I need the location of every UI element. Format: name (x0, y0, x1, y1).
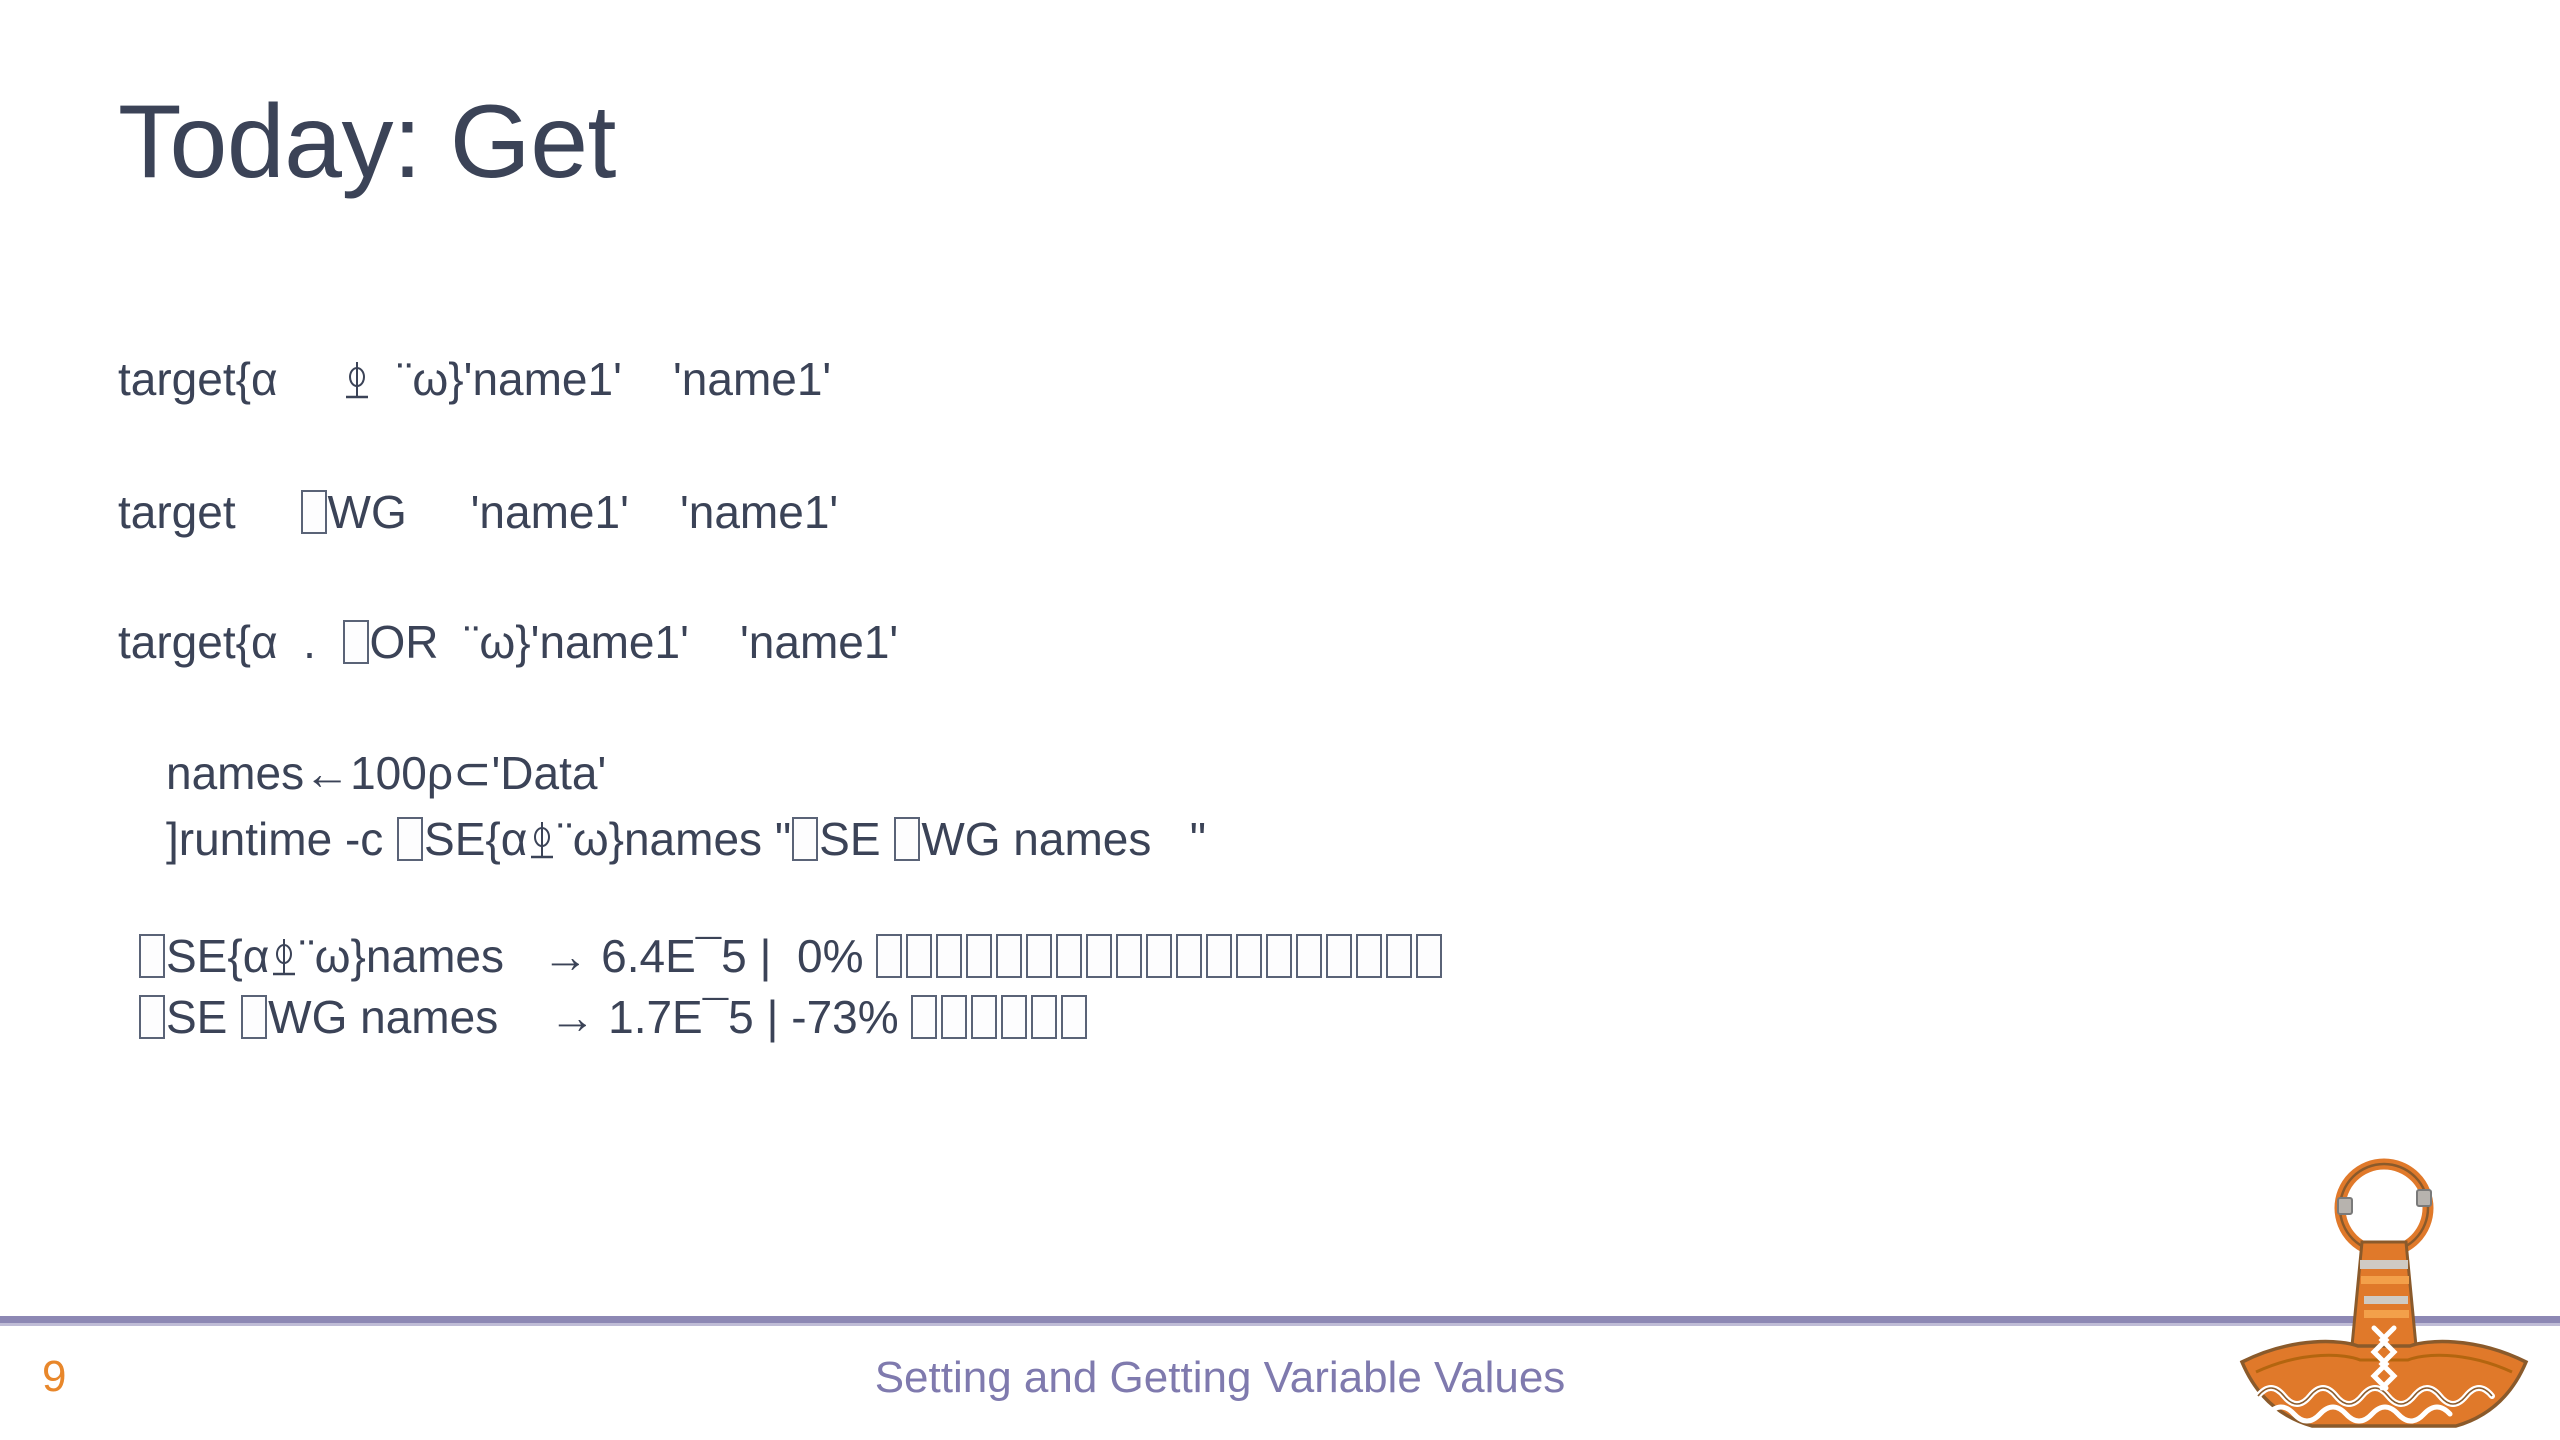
bar-cell (1415, 933, 1442, 978)
code-line-target-or: target{α . OR ¨ω}'name1' 'name1' (118, 618, 2418, 666)
setup-block: names←100ρ⊂'Data' ]runtime -c SE{α¨ω}nam… (118, 746, 2418, 866)
bar-cell (970, 994, 997, 1039)
bar-cell (1235, 933, 1262, 978)
result-spacer (747, 930, 760, 982)
bar-cell (1000, 994, 1027, 1039)
bar-cell (1355, 933, 1382, 978)
bar-cell (1055, 933, 1082, 978)
bar-cell (1115, 933, 1142, 978)
footer-title: Setting and Getting Variable Values (874, 1353, 1566, 1402)
quad-box-icon (894, 816, 921, 861)
footer-divider (0, 1316, 2560, 1326)
bar-cell (965, 933, 992, 978)
result-bar-cells-wg (910, 993, 1091, 1041)
code-text: target{α . OR ¨ω}'name1' 'name1' (118, 616, 899, 669)
result-row-wg: SE WG names → 1.7E¯5 | -73% (118, 993, 2418, 1041)
code-line-names-assign: names←100ρ⊂'Data' (118, 746, 2418, 799)
bar-cell (935, 933, 962, 978)
result-spacer (504, 930, 542, 982)
result-separator: | (766, 990, 779, 1043)
quad-box-icon (300, 490, 327, 534)
result-percent: -73% (791, 990, 899, 1043)
result-separator: | (759, 929, 772, 982)
bar-cell (1295, 933, 1322, 978)
quad-box-icon (397, 816, 424, 861)
apl-execute-icon (527, 820, 557, 866)
bar-cell (1385, 933, 1412, 978)
code-text: target{α ¨ω}'name1' 'name1' (118, 353, 832, 406)
result-expression: SE{α¨ω}names (138, 930, 504, 982)
bar-cell (1145, 933, 1172, 978)
result-spacer (595, 991, 608, 1043)
benchmark-results: SE{α¨ω}names → 6.4E¯5 | 0% SE WG names →… (118, 932, 2418, 1041)
quad-box-icon (139, 933, 165, 978)
code-line-target-execute: target{α ¨ω}'name1' 'name1' (118, 355, 2418, 406)
code-line-target-wg: target WG 'name1' 'name1' (118, 488, 2418, 536)
result-time: 1.7E¯5 (608, 990, 754, 1043)
result-percent: 0% (797, 929, 864, 982)
arrow-icon: → (549, 990, 596, 1043)
bar-cell (910, 994, 937, 1039)
code-text: target WG 'name1' 'name1' (118, 486, 839, 538)
bar-cell (1175, 933, 1202, 978)
code-text: names←100ρ⊂'Data' (166, 746, 607, 799)
arrow-icon: → (542, 929, 589, 982)
result-spacer (498, 991, 549, 1043)
bar-cell (1085, 933, 1112, 978)
result-spacer (754, 991, 767, 1043)
bar-cell (1205, 933, 1232, 978)
page-title: Today: Get (118, 84, 616, 200)
result-expression: SE WG names (138, 991, 498, 1043)
quad-box-icon (241, 994, 268, 1039)
bar-cell (905, 933, 932, 978)
bar-cell (995, 933, 1022, 978)
quad-box-icon (139, 994, 165, 1039)
bar-cell (1030, 994, 1057, 1039)
code-text: ]runtime -c SE{α¨ω}names "SE WG names " (166, 812, 1207, 866)
bar-cell (1025, 933, 1052, 978)
bar-cell (875, 933, 902, 978)
result-row-execute: SE{α¨ω}names → 6.4E¯5 | 0% (118, 932, 2418, 983)
apl-execute-icon (342, 360, 372, 406)
result-spacer (771, 930, 797, 982)
result-spacer (588, 930, 601, 982)
result-bar-cells-execute (875, 932, 1446, 980)
apl-execute-icon (269, 937, 299, 983)
bar-cell (1325, 933, 1352, 978)
code-line-runtime: ]runtime -c SE{α¨ω}names "SE WG names " (118, 815, 2418, 866)
bar-cell (940, 994, 967, 1039)
code-body: target{α ¨ω}'name1' 'name1' target WG 'n… (118, 355, 2418, 1041)
quad-box-icon (342, 620, 369, 665)
result-time: 6.4E¯5 (601, 929, 747, 982)
slide-number: 9 (42, 1352, 67, 1401)
result-spacer (778, 991, 791, 1043)
quad-box-icon (792, 816, 819, 861)
bar-cell (1265, 933, 1292, 978)
bar-cell (1060, 994, 1087, 1039)
dyalog-thors-hammer-logo-icon (2234, 1150, 2534, 1440)
